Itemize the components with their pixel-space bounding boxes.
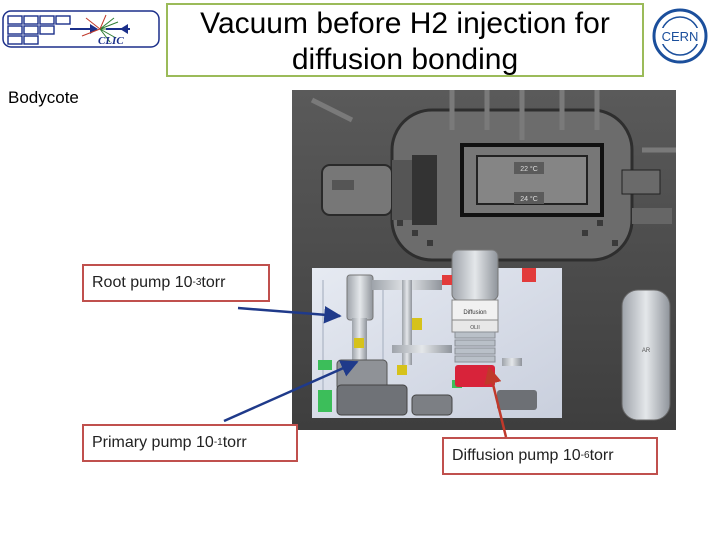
svg-text:AR: AR — [642, 348, 651, 354]
cern-logo: CERN — [652, 8, 708, 64]
svg-text:Diffusion: Diffusion — [463, 310, 486, 316]
svg-text:CERN: CERN — [662, 29, 699, 44]
root-pump-unit: torr — [201, 274, 226, 291]
primary-pump-unit: torr — [222, 434, 247, 451]
company-label: Bodycote — [8, 88, 79, 107]
furnace-photo: 22 °C 24 °C AR Diffusion OLII — [292, 90, 676, 430]
title-line-1: Vacuum before H2 injection for — [200, 7, 610, 40]
clic-logo: CLIC — [2, 10, 160, 48]
svg-text:CLIC: CLIC — [98, 35, 124, 47]
diffusion-pump-text: Diffusion pump 10 — [452, 447, 581, 464]
page-title: Vacuum before H2 injection for diffusion… — [166, 3, 644, 77]
primary-pump-callout: Primary pump 10-1 torr — [82, 424, 298, 462]
diffusion-pump-callout: Diffusion pump 10-6 torr — [442, 437, 658, 475]
svg-text:22 °C: 22 °C — [520, 165, 538, 173]
root-pump-callout: Root pump 10-3 torr — [82, 264, 270, 302]
primary-pump-text: Primary pump 10 — [92, 434, 214, 451]
svg-text:24 °C: 24 °C — [520, 195, 538, 203]
diffusion-pump-unit: torr — [589, 447, 614, 464]
title-line-2: diffusion bonding — [291, 43, 519, 76]
root-pump-text: Root pump 10 — [92, 274, 193, 291]
svg-text:OLII: OLII — [470, 325, 479, 331]
